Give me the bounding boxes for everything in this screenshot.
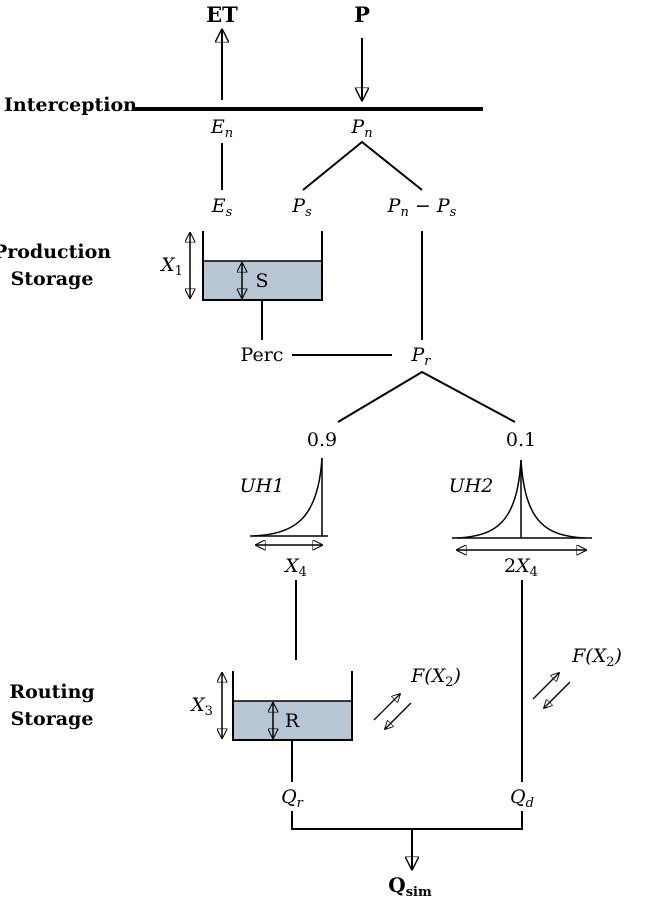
production-store-water — [203, 261, 322, 300]
es-label: Es — [211, 195, 233, 220]
exchange-left-arrow-down — [385, 702, 412, 729]
uh2-label: UH2 — [449, 475, 494, 497]
fx2-left-label: F(X2) — [410, 665, 461, 690]
en-label: En — [210, 116, 233, 141]
routing-storage-label-line1: Routing — [9, 681, 94, 703]
uh1-curve — [252, 457, 323, 537]
et-label: ET — [206, 2, 238, 27]
x4-label: X4 — [283, 555, 307, 580]
exchange-right-arrow-down — [544, 681, 571, 708]
split-09-label: 0.9 — [307, 429, 337, 451]
s-store-label: S — [255, 270, 268, 292]
production-storage-label-line2: Storage — [11, 268, 94, 290]
ps-label: Ps — [291, 195, 312, 220]
r-store-label: R — [285, 710, 300, 732]
pn-split-lines — [302, 140, 423, 191]
qr-label: Qr — [281, 786, 304, 811]
x1-label: X1 — [159, 254, 183, 279]
pn-minus-ps-label: Pn − Ps — [387, 195, 457, 220]
perc-label: Perc — [241, 344, 284, 366]
split-01-label: 0.1 — [506, 429, 536, 451]
production-storage-label-line1: Production — [0, 241, 111, 263]
routing-storage-label-line2: Storage — [11, 708, 94, 730]
interception-label: Interception — [4, 94, 137, 116]
x3-label: X3 — [189, 694, 213, 719]
fx2-right-label: F(X2) — [571, 645, 622, 670]
qd-label: Qd — [510, 786, 534, 811]
exchange-right-arrow-up — [532, 673, 559, 700]
p-label: P — [354, 2, 370, 27]
exchange-left-arrow-up — [373, 694, 400, 721]
qsim-label: Qsim — [388, 873, 432, 900]
qr-qd-merge-line — [291, 811, 523, 830]
two-x4-label: 2X4 — [504, 555, 538, 580]
routing-store-water — [233, 701, 352, 740]
pr-label: Pr — [410, 344, 431, 369]
uh1-label: UH1 — [240, 475, 285, 497]
pn-label: Pn — [350, 116, 372, 141]
pr-split-lines — [337, 370, 516, 423]
